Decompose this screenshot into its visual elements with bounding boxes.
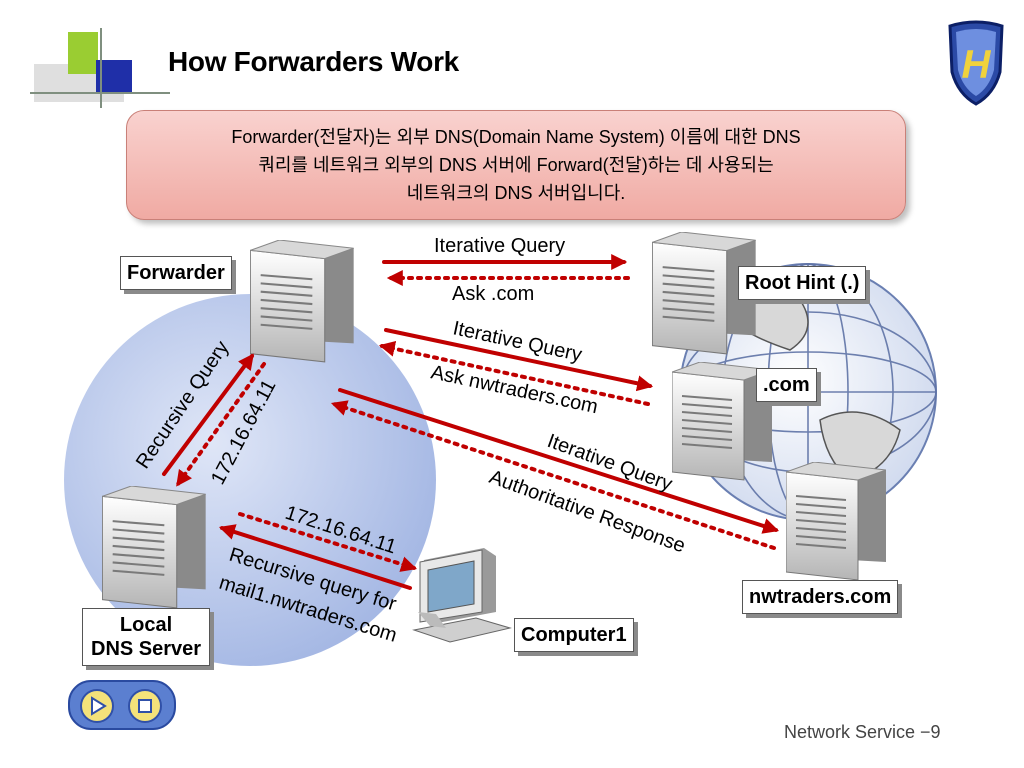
stop-button[interactable] bbox=[128, 689, 162, 723]
computer-icon bbox=[412, 548, 512, 643]
header-decoration-hline bbox=[30, 92, 170, 94]
svg-text:H: H bbox=[962, 43, 992, 87]
header-decoration-vline bbox=[100, 28, 102, 108]
stop-icon bbox=[138, 699, 152, 713]
com-label: .com bbox=[756, 368, 817, 402]
header-decoration-green bbox=[68, 32, 98, 74]
label-iterative-query-1: Iterative Query bbox=[434, 235, 565, 257]
forwarder-label: Forwarder bbox=[120, 256, 232, 290]
local-dns-label: Local DNS Server bbox=[82, 608, 211, 666]
computer1-label: Computer1 bbox=[514, 618, 634, 652]
nwtraders-label: nwtraders.com bbox=[742, 580, 899, 614]
description-box: Forwarder(전달자)는 외부 DNS(Domain Name Syste… bbox=[126, 110, 906, 220]
slide-navigation bbox=[68, 680, 176, 730]
local-dns-label-line1: Local bbox=[119, 614, 173, 636]
footer-page-number: Network Service −9 bbox=[784, 722, 941, 742]
description-line-2: 쿼리를 네트워크 외부의 DNS 서버에 Forward(전달)하는 데 사용되… bbox=[258, 155, 774, 175]
slide-title: How Forwarders Work bbox=[168, 46, 459, 77]
nwtraders-server-icon bbox=[786, 462, 886, 581]
root-hint-label: Root Hint (.) bbox=[738, 266, 867, 300]
local-dns-label-line2: DNS Server bbox=[91, 638, 202, 660]
description-line-1: Forwarder(전달자)는 외부 DNS(Domain Name Syste… bbox=[231, 127, 801, 147]
play-button[interactable] bbox=[80, 689, 114, 723]
description-line-3: 네트워크의 DNS 서버입니다. bbox=[406, 183, 626, 203]
play-icon bbox=[91, 696, 107, 716]
logo-shield-icon: H bbox=[948, 20, 1004, 106]
header-decoration-blue bbox=[96, 60, 132, 92]
label-ask-com: Ask .com bbox=[452, 283, 534, 305]
